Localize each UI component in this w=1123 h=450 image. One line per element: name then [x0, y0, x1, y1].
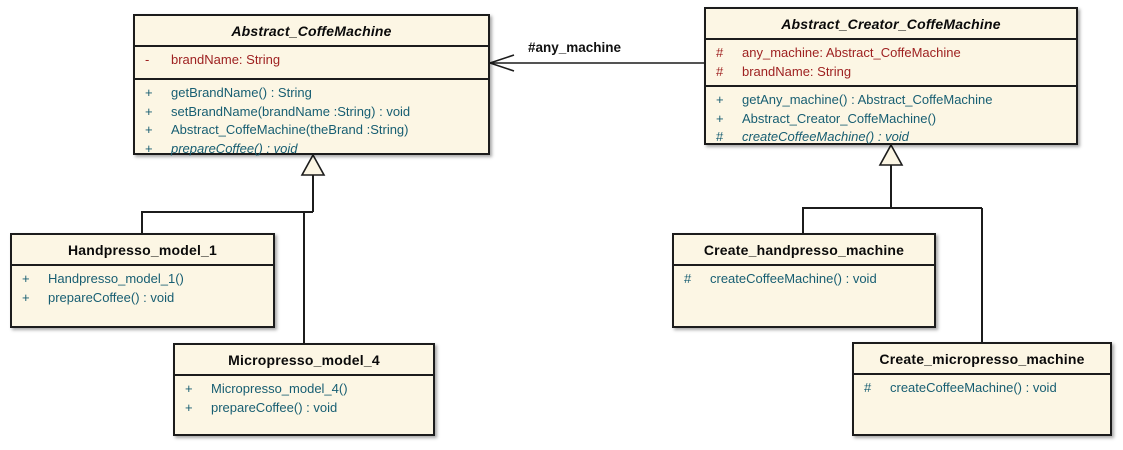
visibility-marker: +: [145, 122, 153, 137]
class-title: Create_micropresso_machine: [854, 344, 1110, 375]
attribute-row: # brandName: String: [706, 63, 1076, 82]
visibility-marker: +: [185, 399, 193, 415]
methods-compartment: + Handpresso_model_1() + prepareCoffee() : …: [12, 266, 273, 307]
hollow-triangle-arrowhead: [300, 153, 326, 176]
class-title: Abstract_CoffeMachine: [135, 16, 488, 47]
class-create-micropresso-machine: Create_micropresso_machine # createCoffeeM…: [852, 342, 1112, 436]
methods-compartment: + Micropresso_model_4() + prepareCoffee() :…: [175, 376, 433, 417]
visibility-marker: #: [684, 271, 692, 286]
method-text: getAny_machine() : Abstract_CoffeMachine: [742, 92, 993, 107]
method-text: createCoffeeMachine() : void: [890, 380, 1057, 395]
class-title: Create_handpresso_machine: [674, 235, 934, 266]
method-row: + Micropresso_model_4(): [175, 380, 433, 399]
methods-compartment: # createCoffeeMachine() : void: [674, 266, 934, 289]
visibility-marker: +: [716, 110, 724, 126]
hollow-triangle-arrowhead: [878, 143, 904, 166]
method-row: + getAny_machine() : Abstract_CoffeMachin…: [706, 91, 1076, 110]
methods-compartment: + getAny_machine() : Abstract_CoffeMachin…: [706, 87, 1076, 147]
method-text: Handpresso_model_1(): [48, 271, 184, 286]
visibility-marker: #: [716, 129, 724, 144]
method-text: setBrandName(brandName :String) : void: [171, 103, 411, 119]
association-label: #any_machine: [528, 40, 622, 55]
method-row: + prepareCoffee() : void: [175, 399, 433, 418]
method-text: createCoffeeMachine() : void: [742, 129, 909, 144]
visibility-marker: +: [716, 92, 724, 107]
class-title: Handpresso_model_1: [12, 235, 273, 266]
class-micropresso-model-4: Micropresso_model_4 + Micropresso_model_4(…: [173, 343, 435, 436]
method-row: # createCoffeeMachine() : void: [706, 128, 1076, 147]
attribute-text: brandName: String: [171, 52, 281, 67]
attributes-compartment: - brandName: String: [135, 47, 488, 80]
visibility-marker: #: [716, 45, 724, 60]
method-row: + Abstract_Creator_CoffeMachine(): [706, 110, 1076, 129]
visibility-marker: +: [22, 271, 30, 286]
method-text: Micropresso_model_4(): [211, 381, 348, 396]
method-text: createCoffeeMachine() : void: [710, 271, 877, 286]
visibility-marker: +: [185, 381, 193, 396]
class-title: Abstract_Creator_CoffeMachine: [706, 9, 1076, 40]
method-text: Abstract_CoffeMachine(theBrand :String): [171, 122, 409, 137]
association-any-machine-arrow: [487, 54, 704, 72]
method-text: Abstract_Creator_CoffeMachine(): [742, 110, 937, 126]
method-row: + prepareCoffee() : void: [135, 140, 488, 159]
visibility-marker: #: [864, 380, 872, 395]
class-create-handpresso-machine: Create_handpresso_machine # createCoffeeMa…: [672, 233, 936, 328]
method-row: # createCoffeeMachine() : void: [674, 270, 934, 289]
attribute-text: brandName: String: [742, 63, 852, 79]
visibility-marker: +: [145, 85, 153, 100]
method-row: + prepareCoffee() : void: [12, 289, 273, 308]
class-abstract-creator-coffemachine: Abstract_Creator_CoffeMachine # any_machin…: [704, 7, 1078, 145]
attribute-row: - brandName: String: [135, 51, 488, 70]
visibility-marker: -: [145, 52, 150, 67]
methods-compartment: + getBrandName() : String + setBrandName(br…: [135, 80, 488, 158]
generalization-left: [141, 153, 326, 343]
visibility-marker: +: [145, 103, 153, 119]
class-abstract-coffemachine: Abstract_CoffeMachine - brandName: String +…: [133, 14, 490, 158]
method-row: + setBrandName(brandName :String) : void: [135, 103, 488, 122]
visibility-marker: +: [22, 289, 30, 305]
class-title: Micropresso_model_4: [175, 345, 433, 376]
attributes-compartment: # any_machine: Abstract_CoffeMachine # bran…: [706, 40, 1076, 87]
methods-compartment: # createCoffeeMachine() : void: [854, 375, 1110, 398]
method-row: + Abstract_CoffeMachine(theBrand :String): [135, 121, 488, 140]
method-row: + Handpresso_model_1(): [12, 270, 273, 289]
method-text: getBrandName() : String: [171, 85, 312, 100]
method-text: prepareCoffee() : void: [211, 399, 338, 415]
attribute-text: any_machine: Abstract_CoffeMachine: [742, 45, 961, 60]
method-row: + getBrandName() : String: [135, 84, 488, 103]
method-row: # createCoffeeMachine() : void: [854, 379, 1110, 398]
open-arrowhead-icon: [487, 54, 515, 72]
visibility-marker: #: [716, 63, 724, 79]
class-handpresso-model-1: Handpresso_model_1+Handpresso_model_1()+…: [10, 233, 275, 328]
visibility-marker: +: [145, 140, 153, 156]
method-text: prepareCoffee() : void: [48, 289, 175, 305]
attribute-row: # any_machine: Abstract_CoffeMachine: [706, 44, 1076, 63]
method-text: prepareCoffee() : void: [171, 140, 298, 156]
generalization-right: [802, 143, 983, 342]
